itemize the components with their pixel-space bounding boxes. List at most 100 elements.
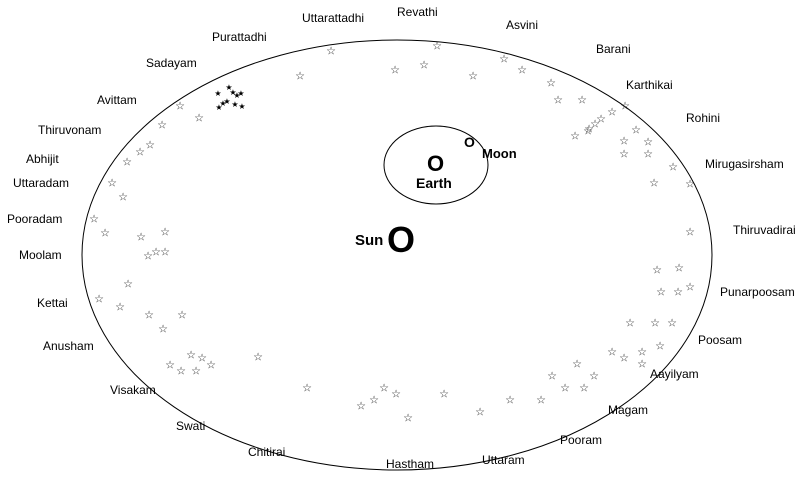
nakshatra-label: Rohini bbox=[686, 111, 721, 125]
star-icon: ☆ bbox=[536, 394, 546, 407]
star-icon: ☆ bbox=[505, 394, 515, 407]
star-icon: ☆ bbox=[151, 246, 161, 259]
star-icon: ☆ bbox=[175, 100, 185, 113]
nakshatra-label: Moolam bbox=[19, 248, 62, 262]
star-icon: ☆ bbox=[295, 70, 305, 83]
nakshatra-label: Mirugasirsham bbox=[705, 157, 784, 171]
star-icon: ☆ bbox=[197, 352, 207, 365]
earth-icon: O bbox=[427, 151, 445, 176]
star-icon: ☆ bbox=[176, 365, 186, 378]
star-icon: ☆ bbox=[118, 191, 128, 204]
nakshatra-label: Thiruvadirai bbox=[733, 223, 796, 237]
star-icon: ★ bbox=[215, 103, 223, 112]
nakshatra-label: Barani bbox=[596, 42, 631, 56]
star-icon: ★ bbox=[223, 97, 231, 106]
star-icon: ☆ bbox=[668, 161, 678, 174]
star-icon: ☆ bbox=[579, 382, 589, 395]
star-icon: ★ bbox=[229, 88, 237, 97]
star-icon: ☆ bbox=[107, 177, 117, 190]
nakshatra-label: Poosam bbox=[698, 333, 743, 347]
nakshatra-label: Karthikai bbox=[626, 78, 673, 92]
nakshatra-label: Avittam bbox=[97, 93, 137, 107]
star-icon: ☆ bbox=[631, 124, 641, 137]
star-icon: ★ bbox=[238, 102, 246, 111]
star-icon: ☆ bbox=[607, 346, 617, 359]
star-icon: ☆ bbox=[122, 156, 132, 169]
star-icon: ☆ bbox=[652, 264, 662, 277]
star-icon: ☆ bbox=[302, 382, 312, 395]
star-icon: ☆ bbox=[177, 309, 187, 322]
star-icon: ☆ bbox=[135, 146, 145, 159]
star-icon: ☆ bbox=[160, 246, 170, 259]
nakshatra-label: Anusham bbox=[43, 339, 94, 353]
earth-label: Earth bbox=[416, 175, 452, 191]
star-icon: ☆ bbox=[157, 119, 167, 132]
star-icon: ☆ bbox=[136, 231, 146, 244]
star-icon: ☆ bbox=[475, 406, 485, 419]
star-icon: ★ bbox=[237, 89, 245, 98]
star-icon: ☆ bbox=[89, 213, 99, 226]
star-icon: ★ bbox=[225, 83, 233, 92]
star-icon: ☆ bbox=[649, 177, 659, 190]
nakshatra-label: Sadayam bbox=[146, 56, 197, 70]
star-icon: ☆ bbox=[468, 70, 478, 83]
star-icon: ☆ bbox=[439, 388, 449, 401]
star-icon: ☆ bbox=[94, 293, 104, 306]
star-icon: ☆ bbox=[570, 130, 580, 143]
nakshatra-label: Punarpoosam bbox=[720, 285, 795, 299]
nakshatra-label: Purattadhi bbox=[212, 30, 267, 44]
nakshatra-label: Aayilyam bbox=[650, 367, 699, 381]
star-icon: ☆ bbox=[583, 125, 593, 138]
moon-orbit bbox=[383, 125, 489, 205]
star-icon: ☆ bbox=[115, 301, 125, 314]
star-icon: ☆ bbox=[517, 64, 527, 77]
star-icon: ☆ bbox=[186, 349, 196, 362]
nakshatra-label: Uttarattadhi bbox=[302, 11, 365, 25]
star-icon: ☆ bbox=[589, 370, 599, 383]
moon-label: Moon bbox=[482, 146, 517, 161]
moon-icon: O bbox=[464, 134, 475, 150]
nakshatra-label: Pooram bbox=[560, 433, 603, 447]
star-icon: ☆ bbox=[619, 148, 629, 161]
nakshatra-label: Asvini bbox=[506, 18, 539, 32]
ecliptic-orbit bbox=[81, 39, 713, 471]
star-icon: ☆ bbox=[553, 94, 563, 107]
nakshatra-label: Swati bbox=[176, 419, 206, 433]
star-icon: ☆ bbox=[356, 400, 366, 413]
star-icon: ☆ bbox=[685, 281, 695, 294]
star-icon: ☆ bbox=[607, 106, 617, 119]
star-icon: ☆ bbox=[499, 53, 509, 66]
star-icon: ☆ bbox=[419, 59, 429, 72]
star-icon: ☆ bbox=[584, 123, 594, 136]
star-icon: ☆ bbox=[673, 286, 683, 299]
nakshatra-label: Uttaram bbox=[482, 453, 525, 467]
star-icon: ☆ bbox=[619, 352, 629, 365]
star-icon: ☆ bbox=[391, 388, 401, 401]
star-icon: ☆ bbox=[643, 148, 653, 161]
star-icon: ☆ bbox=[637, 346, 647, 359]
star-icon: ☆ bbox=[590, 118, 600, 131]
star-icon: ☆ bbox=[655, 340, 665, 353]
star-icon: ☆ bbox=[145, 139, 155, 152]
nakshatra-label: Thiruvonam bbox=[38, 123, 102, 137]
star-icon: ☆ bbox=[560, 382, 570, 395]
star-icon: ☆ bbox=[158, 323, 168, 336]
nakshatra-label: Revathi bbox=[397, 5, 438, 19]
nakshatra-label: Uttaradam bbox=[13, 176, 70, 190]
star-icon: ★ bbox=[219, 99, 227, 108]
star-icon: ☆ bbox=[625, 317, 635, 330]
star-icon: ☆ bbox=[572, 358, 582, 371]
nakshatra-label: Kettai bbox=[37, 296, 68, 310]
star-icon: ☆ bbox=[194, 112, 204, 125]
nakshatra-label: Visakam bbox=[110, 383, 156, 397]
star-icon: ☆ bbox=[123, 278, 133, 291]
star-icon: ☆ bbox=[403, 412, 413, 425]
star-icon: ☆ bbox=[546, 77, 556, 90]
star-icon: ☆ bbox=[667, 317, 677, 330]
nakshatra-label: Pooradam bbox=[7, 212, 63, 226]
star-icon: ☆ bbox=[369, 394, 379, 407]
star-icon: ☆ bbox=[674, 262, 684, 275]
star-icon: ☆ bbox=[596, 113, 606, 126]
